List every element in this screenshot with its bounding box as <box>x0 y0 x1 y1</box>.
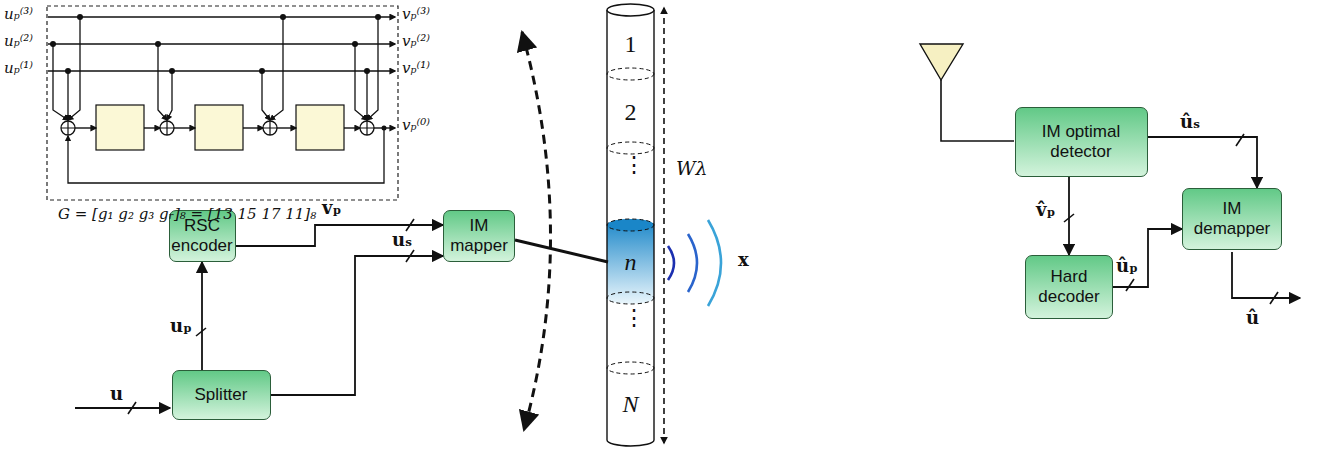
input-bit: uₚ⁽²⁾ <box>4 33 33 50</box>
antenna-segment: N <box>608 376 653 432</box>
ellipsis: ⋮ <box>623 153 645 177</box>
encoder-schematic <box>48 14 395 183</box>
signal-label: vₚ <box>322 198 341 218</box>
output-bit: vₚ⁽⁰⁾ <box>402 117 430 134</box>
node-text: n <box>625 249 637 276</box>
signal-arrow <box>271 256 444 395</box>
signal-label: ûₛ <box>1180 112 1200 132</box>
rotation-arc <box>522 32 551 430</box>
signal-arrow <box>1068 177 1070 255</box>
input-bit: uₚ⁽¹⁾ <box>4 60 33 77</box>
input-bit: uₚ⁽³⁾ <box>4 6 33 23</box>
node-text: IM optimal detector <box>1022 122 1141 161</box>
output-bit: vₚ⁽³⁾ <box>402 6 430 23</box>
active-antenna-segment: n <box>608 229 653 295</box>
signal-arrow <box>201 262 203 370</box>
splitter-box: Splitter <box>172 370 271 420</box>
antenna-symbol <box>920 44 963 80</box>
feed-line <box>515 240 608 262</box>
wavelength-label: Wλ <box>676 158 708 179</box>
bus-slash <box>128 402 136 414</box>
demapper-box: IM demapper <box>1182 188 1282 250</box>
ellipsis: ⋮ <box>623 306 645 330</box>
signal-label: uₛ <box>392 230 412 250</box>
node-text: 1 <box>625 31 637 58</box>
signal-label: x <box>738 250 749 270</box>
signal-label: û <box>1246 308 1259 328</box>
signal-arrow <box>1113 229 1182 287</box>
antenna-tube <box>607 4 654 446</box>
decoder-box: Hard decoder <box>1025 255 1113 319</box>
radiation-waves <box>668 220 721 306</box>
encoder-frame <box>47 6 398 200</box>
signal-label: ûₚ <box>1116 256 1138 276</box>
mapper-box: IM mapper <box>443 210 515 262</box>
antenna-segment: 2 <box>608 84 653 140</box>
antenna-feed <box>941 80 1014 141</box>
node-text: IM mapper <box>450 216 508 255</box>
node-text: Splitter <box>195 385 248 405</box>
output-bit: vₚ⁽²⁾ <box>402 33 430 50</box>
node-text: N <box>622 391 638 418</box>
axis-arrow <box>663 8 665 443</box>
node-text: IM demapper <box>1189 199 1275 238</box>
input-line <box>75 407 170 409</box>
antenna-segment: 1 <box>608 19 653 69</box>
node-text: Hard decoder <box>1032 267 1106 306</box>
output-bit: vₚ⁽¹⁾ <box>402 60 430 77</box>
output-line <box>1232 252 1300 298</box>
node-text: 2 <box>625 99 637 126</box>
signal-label: u <box>110 384 123 404</box>
generator-label: G = [g₁ g₂ g₃ gᵣ]₈ = [13 15 17 11]₈ <box>58 206 316 223</box>
signal-label: uₚ <box>170 316 192 336</box>
signal-label: v̂ₚ <box>1036 200 1055 220</box>
signal-arrow <box>1148 137 1258 188</box>
detector-box: IM optimal detector <box>1015 107 1148 177</box>
